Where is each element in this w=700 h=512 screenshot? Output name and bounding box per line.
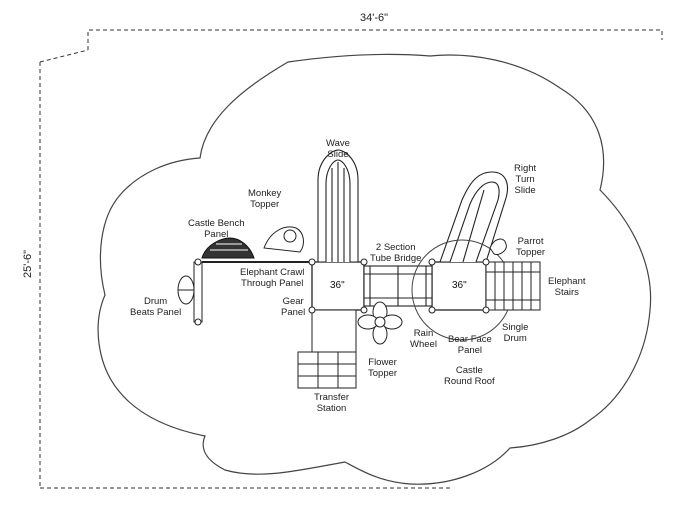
dimension-depth: 25'-6"	[22, 249, 35, 279]
castle-bench-panel	[201, 237, 255, 259]
flower-topper-shape	[357, 301, 403, 345]
label-parrot-topper: Parrot Topper	[516, 236, 546, 258]
label-wave-slide: Wave Slide	[326, 138, 350, 160]
label-elephant-stairs: Elephant Stairs	[548, 276, 586, 298]
label-castle-bench-panel: Castle Bench Panel	[188, 218, 245, 240]
label-monkey-topper: Monkey Topper	[248, 188, 282, 210]
label-gear-panel: Gear Panel	[281, 296, 306, 318]
deck-right-height: 36"	[452, 280, 467, 291]
drum-beats-panel	[177, 261, 203, 323]
label-rain-wheel: Rain Wheel	[410, 328, 437, 350]
label-tube-bridge: 2 Section Tube Bridge	[370, 242, 422, 264]
label-single-drum: Single Drum	[502, 322, 529, 344]
label-flower-topper: Flower Topper	[368, 357, 398, 379]
right-turn-slide	[439, 171, 509, 263]
tube-bridge	[363, 265, 433, 307]
label-bear-face-panel: Bear Face Panel	[448, 334, 492, 356]
monkey-topper-shape	[263, 226, 304, 253]
use-zone-outline	[97, 53, 652, 485]
label-transfer-station: Transfer Station	[314, 392, 350, 414]
dimension-lines	[39, 29, 663, 489]
label-drum-beats-panel: Drum Beats Panel	[130, 296, 182, 318]
deck-left	[311, 261, 365, 311]
wave-slide	[317, 149, 359, 263]
label-castle-round-roof: Castle Round Roof	[444, 365, 495, 387]
parrot-topper-shape	[489, 238, 507, 255]
deck-left-height: 36"	[330, 280, 345, 291]
label-elephant-crawl: Elephant Crawl Through Panel	[240, 267, 305, 289]
elephant-stairs	[485, 261, 541, 311]
deck-posts	[194, 258, 490, 326]
transfer-station	[297, 309, 357, 389]
label-right-turn-slide: Right Turn Slide	[514, 163, 537, 196]
dimension-width: 34'-6"	[360, 12, 389, 24]
